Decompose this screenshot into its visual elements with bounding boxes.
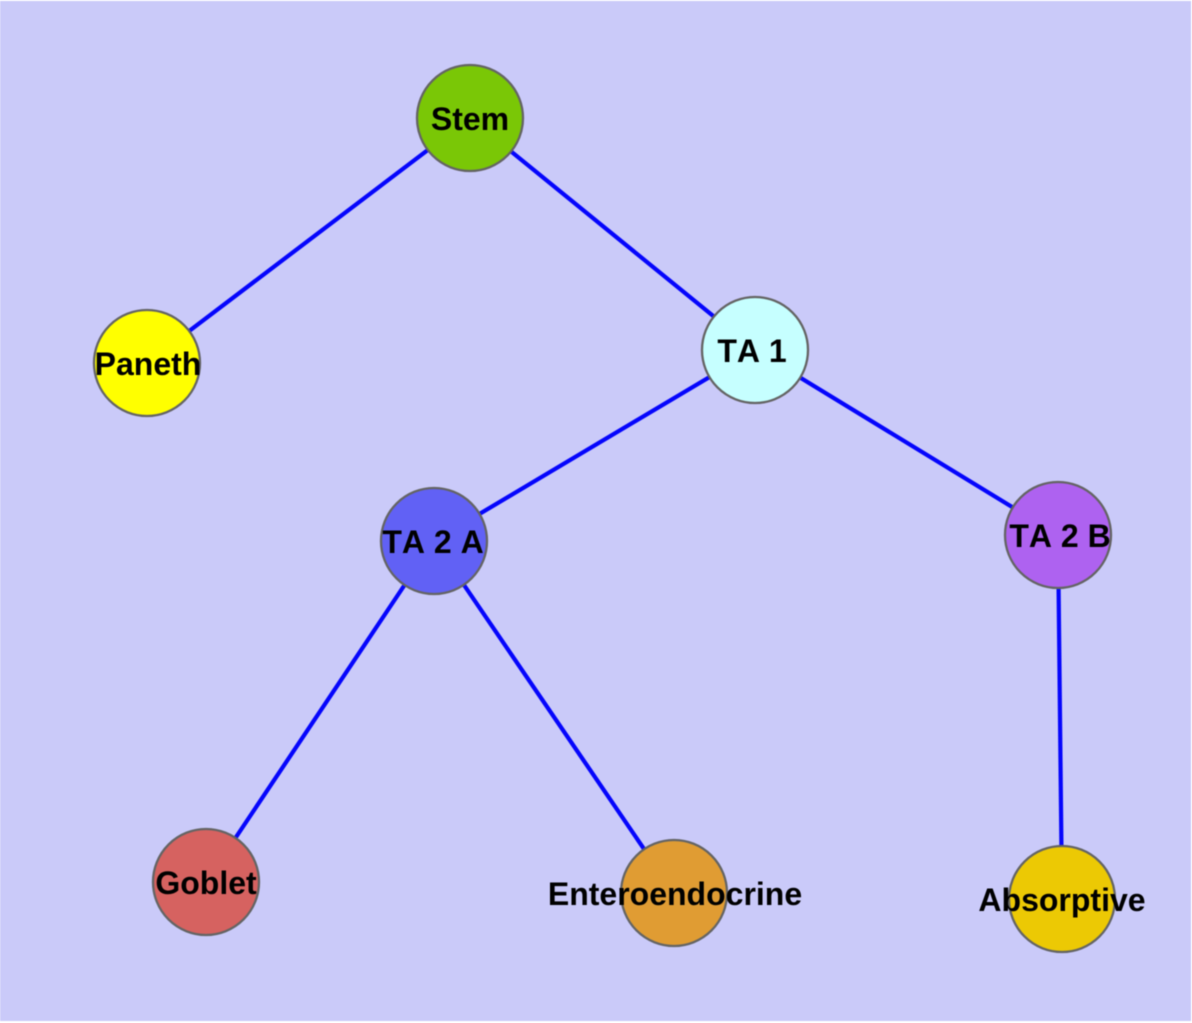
svg-text:Absorptive: Absorptive [978, 882, 1145, 918]
svg-text:Enteroendocrine: Enteroendocrine [548, 876, 802, 912]
svg-text:TA 1: TA 1 [717, 333, 786, 369]
svg-text:TA 2 A: TA 2 A [382, 524, 483, 560]
svg-text:Goblet: Goblet [155, 865, 257, 901]
svg-text:TA 2 B: TA 2 B [1009, 518, 1110, 554]
svg-text:Stem: Stem [431, 101, 509, 137]
svg-text:Paneth: Paneth [95, 346, 202, 382]
